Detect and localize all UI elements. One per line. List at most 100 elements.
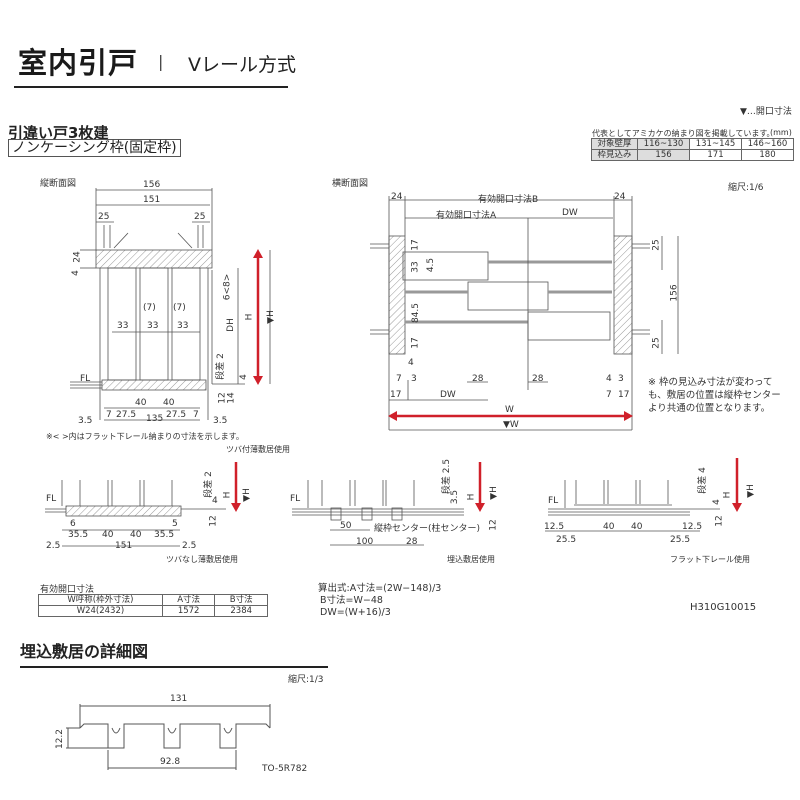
caption-flat-rail: フラット下レール使用: [670, 555, 750, 564]
sill2-50: 50: [340, 521, 352, 531]
dim-l3: 3: [411, 374, 417, 384]
sill1-35-5a: 35.5: [68, 530, 89, 540]
opening-table: W呼称(枠外寸法) A寸法 B寸法 W24(2432) 1572 2384: [38, 594, 268, 617]
dim-27-5b: 27.5: [166, 410, 187, 420]
dim-4-bottom: 4: [238, 374, 249, 380]
formula-a: 算出式:A寸法=(2W−148)/3: [318, 583, 442, 594]
page-title: 室内引戸: [18, 46, 139, 80]
dim-135: 135: [146, 414, 164, 424]
dim-92-8: 92.8: [160, 757, 181, 767]
caption-no-flange-sill: ツバなし薄敷居使用: [166, 555, 238, 564]
horizontal-section-title: 横断面図: [332, 179, 369, 189]
sill3-40b: 40: [631, 522, 643, 532]
sill3-12-5a: 12.5: [544, 522, 565, 532]
cell-b: 2384: [214, 605, 268, 617]
page-subtitle: Vレール方式: [188, 54, 296, 76]
vertical-section-title: 縦断面図: [40, 179, 77, 189]
sill3-h: H: [722, 491, 733, 499]
dim-4-5: 4.5: [426, 257, 437, 273]
col-header: B寸法: [214, 594, 268, 606]
frame-type-label: ノンケーシング枠(固定枠): [8, 139, 181, 157]
dim-w: W: [505, 405, 514, 415]
sill1-2-5a: 2.5: [46, 541, 61, 551]
spec-unit: (mm): [770, 128, 792, 137]
dim-l7: 7: [396, 374, 402, 384]
dim-open-h: ▼H: [265, 310, 276, 324]
spec-cell: 171: [689, 149, 742, 161]
embedded-sill-title: 埋込敷居の詳細図: [20, 642, 149, 661]
dim-28a: 28: [472, 374, 484, 384]
sill3-12-5b: 12.5: [682, 522, 703, 532]
opening-legend: ▼…開口寸法: [740, 107, 792, 117]
sill1-step: 段差 2: [203, 471, 214, 498]
dim-3-5a: 3.5: [78, 416, 93, 426]
height-arrow-sill-1: [231, 462, 241, 512]
spec-table: 対象壁厚 116~130 131~145 146~160 枠見込み 156 17…: [590, 138, 794, 161]
dim-dw-bottom: DW: [440, 390, 456, 400]
dim-3-5b: 3.5: [213, 416, 228, 426]
dim-4: 4: [70, 270, 81, 276]
sill1-4: 4: [212, 496, 218, 506]
table-row: 対象壁厚 116~130 131~145 146~160: [590, 138, 794, 150]
dim-r4: 4: [606, 374, 612, 384]
dim-gap-7b: (7): [173, 303, 186, 313]
sill3-4: 4: [711, 499, 722, 505]
sill1-40a: 40: [102, 530, 114, 540]
dim-24-right: 24: [614, 192, 626, 202]
dim-14: 14: [226, 392, 237, 404]
dim-door-33b: 33: [147, 321, 159, 331]
dim-25-left: 25: [98, 212, 110, 222]
vertical-section-note: ※< >内はフラット下レール納まりの寸法を示します。: [46, 432, 244, 441]
dim-step-2: 段差 2: [215, 353, 226, 380]
height-arrow-sill-2: [475, 462, 485, 512]
sill1-5: 5: [172, 519, 178, 529]
spec-cell: 180: [741, 149, 794, 161]
dim-40b: 40: [163, 398, 175, 408]
drawing-code: H310G10015: [690, 602, 757, 613]
sill2-open-h: ▼H: [488, 486, 499, 500]
dim-17a: 17: [410, 239, 421, 251]
sill3-open-h: ▼H: [745, 484, 756, 498]
cell-w: W24(2432): [38, 605, 163, 617]
sill3-40a: 40: [603, 522, 615, 532]
dim-25-right: 25: [194, 212, 206, 222]
dim-open-b: 有効開口寸法B: [478, 195, 539, 205]
dim-156-h: 156: [669, 284, 680, 302]
dim-dh: DH: [225, 318, 236, 332]
dim-25-top: 25: [651, 239, 662, 251]
part-code: TO-5R782: [262, 764, 308, 774]
vertical-section-drawing: [70, 188, 271, 421]
floor-line-label: FL: [80, 374, 91, 384]
dim-6-8: 6<8>: [222, 273, 233, 301]
title-rule: [14, 86, 288, 88]
dim-7b: 7: [193, 410, 199, 420]
cell-a: 1572: [161, 605, 216, 617]
sill2-3-5: 3.5: [450, 489, 461, 505]
dim-l17: 17: [390, 390, 402, 400]
sill1-40b: 40: [130, 530, 142, 540]
dim-131: 131: [170, 694, 188, 704]
formulas: 算出式:A寸法=(2W−148)/3 B寸法=W−48 DW=(W+16)/3: [318, 583, 441, 619]
col-header: A寸法: [161, 594, 216, 606]
opening-table-title: 有効開口寸法: [40, 585, 95, 595]
sill3-12: 12: [714, 515, 725, 527]
dim-h: H: [244, 313, 255, 321]
formula-b: B寸法=W−48: [320, 595, 383, 606]
sill-detail-flat-rail: [545, 480, 720, 532]
horizontal-section-note: ※ 枠の見込み寸法が変わっても、敷居の位置は縦枠センターより共通の位置となります…: [648, 377, 781, 414]
sill2-100: 100: [356, 537, 374, 547]
dim-r3: 3: [618, 374, 624, 384]
dim-17b: 17: [410, 337, 421, 349]
dim-gap-7a: (7): [143, 303, 156, 313]
title-separator: |: [158, 52, 164, 71]
dim-25-bottom: 25: [651, 337, 662, 349]
embedded-sill-rule: [20, 666, 328, 668]
height-arrow-sill-3: [732, 458, 742, 512]
table-header-row: W呼称(枠外寸法) A寸法 B寸法: [38, 594, 268, 606]
dim-27-5a: 27.5: [116, 410, 137, 420]
sill1-open-h: ▼H: [241, 488, 252, 502]
spec-row-label: 枠見込み: [590, 149, 639, 161]
sill2-12: 12: [488, 519, 499, 531]
dim-33: 33: [410, 261, 421, 273]
